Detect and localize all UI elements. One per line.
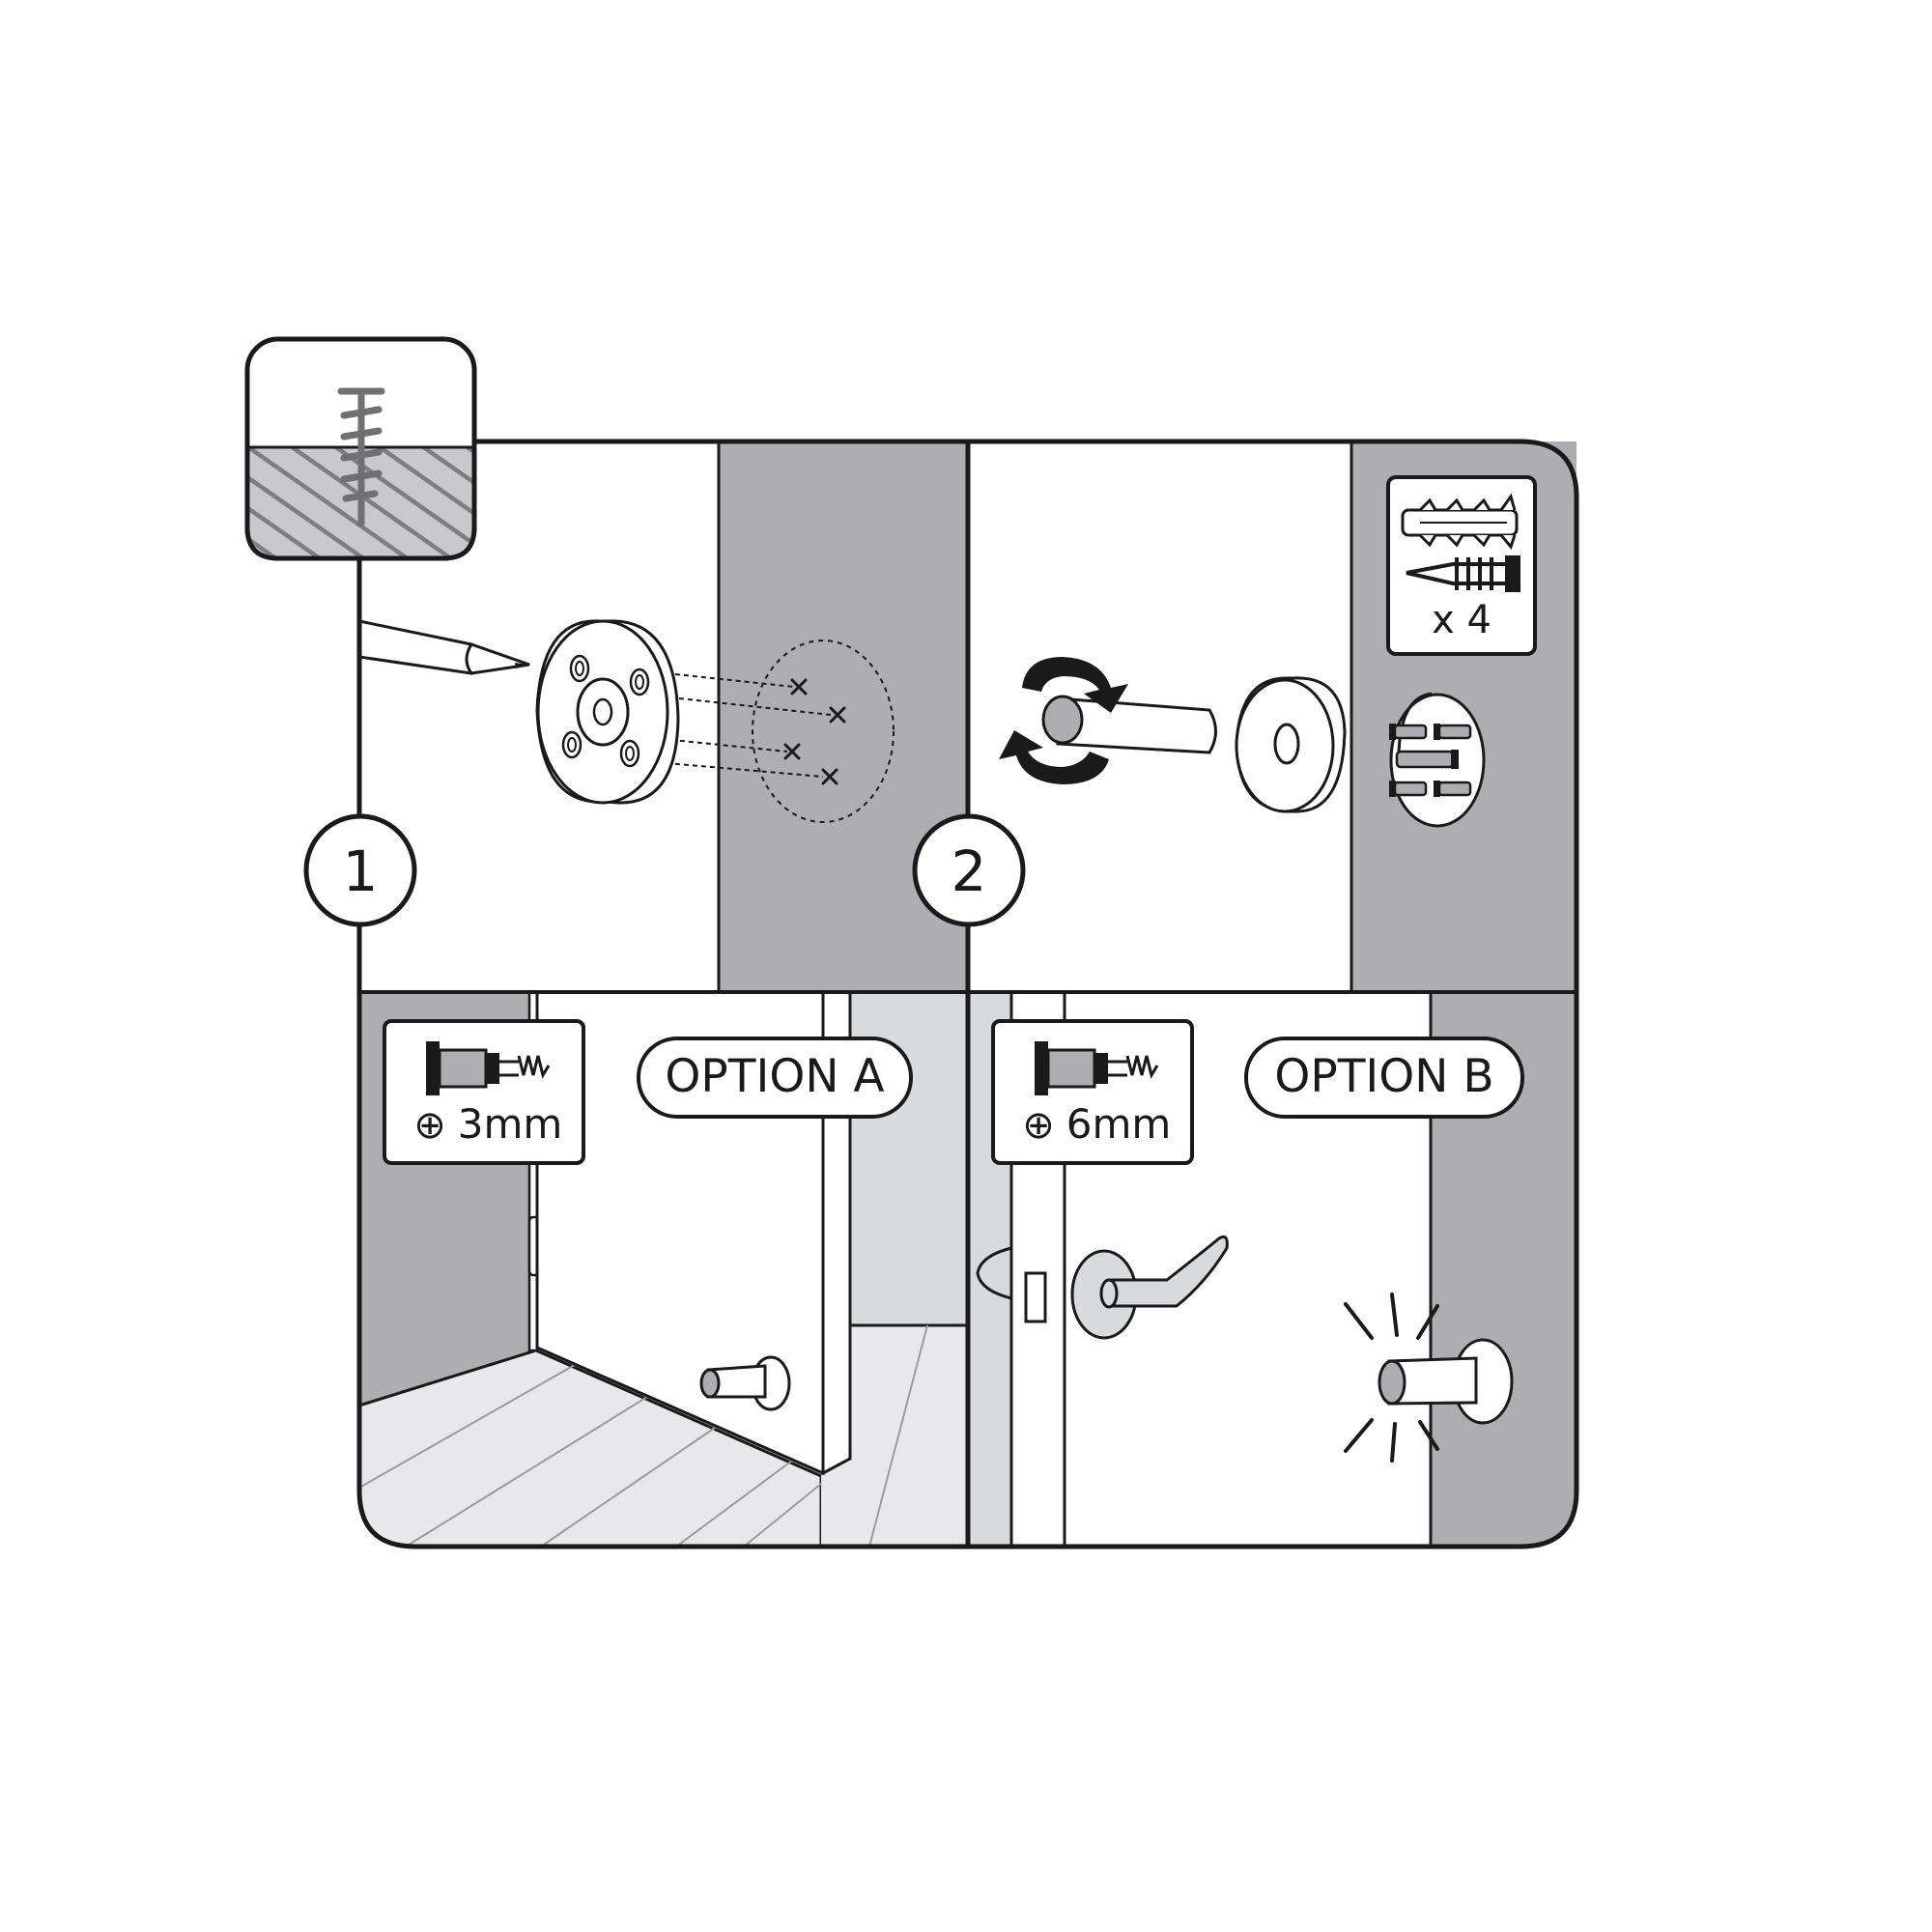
drill-bit-icon xyxy=(426,1041,551,1095)
wall-stopper xyxy=(1378,1338,1514,1425)
panel-step-2: x 4 xyxy=(968,441,1577,992)
hardware-quantity: x 4 xyxy=(1432,598,1492,642)
latch-bolt xyxy=(1024,1271,1047,1323)
rotate-arrows-icon xyxy=(999,657,1128,784)
diagram-frame xyxy=(356,439,1579,1549)
stopper-rod xyxy=(1041,695,1217,754)
door-handle xyxy=(1070,1235,1229,1340)
rosette xyxy=(1235,676,1347,813)
step-2-number: 2 xyxy=(952,838,987,904)
panel-option-a: ⊕ 3mm OPTION A xyxy=(359,992,968,1547)
panel-option-b: ⊕ 6mm OPTION B xyxy=(968,992,1577,1547)
drill-symbol-icon: ⊕ xyxy=(1022,1103,1055,1148)
drill-box-b: ⊕ 6mm xyxy=(991,1019,1194,1165)
drill-bit-icon xyxy=(1035,1041,1159,1095)
step-1-number: 1 xyxy=(343,838,379,904)
wall-plug-icon xyxy=(1401,493,1519,551)
drill-size-a: 3mm xyxy=(458,1100,563,1148)
panel-step-1 xyxy=(359,441,968,992)
step-1-badge: 1 xyxy=(303,813,417,927)
impact-lines xyxy=(1344,1293,1439,1463)
step-2-badge: 2 xyxy=(912,813,1026,927)
screw-icon xyxy=(1406,555,1520,592)
mounted-base xyxy=(1389,692,1486,828)
base-outline xyxy=(752,639,895,823)
hardware-box: x 4 xyxy=(1386,475,1537,656)
drill-symbol-icon: ⊕ xyxy=(413,1103,446,1148)
pencil-icon xyxy=(359,619,530,675)
option-a-label: OPTION A xyxy=(665,1050,884,1103)
option-a-badge: OPTION A xyxy=(637,1037,913,1119)
option-b-badge: OPTION B xyxy=(1244,1037,1524,1119)
wood-screw-icon xyxy=(244,336,477,561)
drill-size-b: 6mm xyxy=(1066,1100,1172,1148)
drill-box-a: ⊕ 3mm xyxy=(383,1019,585,1165)
option-b-label: OPTION B xyxy=(1274,1050,1493,1103)
door-stopper xyxy=(699,1355,791,1411)
base-plate xyxy=(535,619,680,805)
drill-marks xyxy=(783,678,846,785)
